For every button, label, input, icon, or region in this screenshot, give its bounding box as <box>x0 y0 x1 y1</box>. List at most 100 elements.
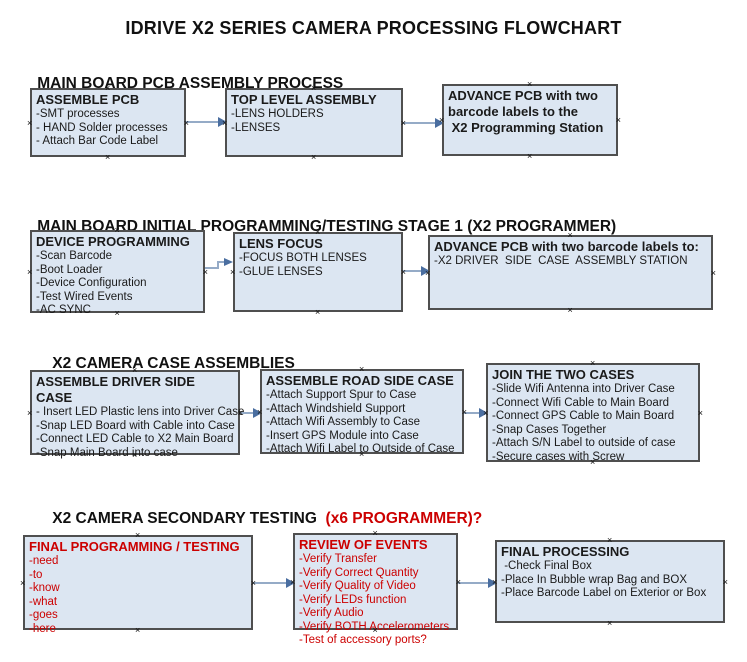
box-assemble-driver-side-case: ASSEMBLE DRIVER SIDE CASE - Insert LED P… <box>27 366 244 460</box>
box-title: ADVANCE PCB with two barcode labels to: <box>434 239 699 254</box>
box-item: -Verify Correct Quantity <box>299 566 419 579</box>
box-item: -X2 DRIVER SIDE CASE ASSEMBLY STATION <box>434 255 688 267</box>
box-item: -Connect LED Cable to X2 Main Board <box>36 433 234 445</box>
connector-handle-left: × <box>483 407 489 418</box>
box-item: -what <box>29 595 58 608</box>
box-join-the-two-cases: JOIN THE TWO CASES -Slide Wifi Antenna i… <box>483 359 703 467</box>
flow-arrow <box>240 408 262 418</box>
box-review-of-events: REVIEW OF EVENTS -Verify Transfer-Verify… <box>290 529 461 647</box>
box-item: -Test Wired Events <box>36 290 133 303</box>
box-item: -know <box>29 582 60 594</box>
box-item: -Attach Wifi Assembly to Case <box>266 416 421 428</box>
box-assemble-road-side-case: ASSEMBLE ROAD SIDE CASE -Attach Support … <box>257 365 467 459</box>
box-item: -need <box>29 555 59 567</box>
flow-arrow <box>458 578 497 588</box>
connector-handle-top: × <box>315 227 321 237</box>
connector-handle-top: × <box>590 358 596 368</box>
box-title: DEVICE PROGRAMMING <box>36 234 190 249</box>
box-title: ASSEMBLE PCB <box>36 92 140 107</box>
box-items: -Attach Support Spur to Case-Attach Wind… <box>266 389 458 457</box>
flow-arrow <box>253 578 295 588</box>
box-item: -Scan Barcode <box>36 250 113 262</box>
box-title: FINAL PROCESSING <box>501 544 630 559</box>
box-item: -Device Configuration <box>36 277 147 289</box>
box-title: ASSEMBLE ROAD SIDE CASE <box>266 373 454 388</box>
connector-handle-left: × <box>27 266 33 277</box>
connector-handle-bottom: × <box>527 151 533 161</box>
box-item: -Snap LED Board with Cable into Case <box>36 419 235 432</box>
connector-handle-left: × <box>230 267 236 277</box>
connector-handle-bottom: × <box>567 305 573 315</box>
page-title: IDRIVE X2 SERIES CAMERA PROCESSING FLOWC… <box>125 18 622 38</box>
box-top-level-assembly: TOP LEVEL ASSEMBLY -LENS HOLDERS-LENSES … <box>222 84 406 162</box>
box-device-programming: DEVICE PROGRAMMING -Scan Barcode-Boot Lo… <box>27 226 208 318</box>
connector-handle-left: × <box>222 117 228 128</box>
box-item: -Verify LEDs function <box>299 593 407 606</box>
connector-handle-bottom: × <box>135 625 141 635</box>
box-item: -Attach S/N Label to outside of case <box>492 437 676 449</box>
box-items: -SMT processes- HAND Solder processes- A… <box>36 108 180 149</box>
box-item: - Insert LED Plastic lens into Driver Ca… <box>36 406 245 418</box>
box-item: -Snap Main Board into case <box>36 446 178 459</box>
box-items: -X2 DRIVER SIDE CASE ASSEMBLY STATION <box>434 255 707 269</box>
connector-handle-right: × <box>722 576 728 587</box>
box-final-programming-testing: FINAL PROGRAMMING / TESTING -need-to-kno… <box>20 531 256 635</box>
box-lens-focus: LENS FOCUS -FOCUS BOTH LENSES-GLUE LENSE… <box>230 228 406 317</box>
connector-handle-top: × <box>359 364 365 374</box>
box-item: -goes <box>29 609 58 621</box>
box-items: -Slide Wifi Antenna into Driver Case-Con… <box>492 383 694 464</box>
box-item: -Test of accessory ports? <box>299 634 427 646</box>
connector-handle-bottom: × <box>359 449 365 459</box>
connector-handle-bottom: × <box>372 625 378 635</box>
connector-handle-left: × <box>290 576 296 587</box>
connector-handle-top: × <box>567 230 573 240</box>
connector-handle-top: × <box>114 225 120 235</box>
box-item: -GLUE LENSES <box>239 265 323 278</box>
section-heading-case-assemblies: X2 CAMERA CASE ASSEMBLIES <box>35 337 295 391</box>
box-advance-pcb-to-programming-station: ADVANCE PCB with two barcode labels to t… <box>439 80 621 161</box>
box-item: -Verify Transfer <box>299 553 377 565</box>
box-item: -FOCUS BOTH LENSES <box>239 252 367 264</box>
connector-handle-left: × <box>27 407 33 418</box>
box-item: -Insert GPS Module into Case <box>266 429 419 442</box>
box-items: -Scan Barcode-Boot Loader-Device Configu… <box>36 250 199 318</box>
connector-handle-top: × <box>372 528 378 538</box>
box-item: -Attach Windshield Support <box>266 402 406 415</box>
box-title: TOP LEVEL ASSEMBLY <box>231 92 377 107</box>
box-item: -Snap Cases Together <box>492 423 607 436</box>
box-item: -Verify BOTH Accelerometers <box>299 620 450 633</box>
connector-handle-left: × <box>257 406 263 417</box>
connector-handle-right: × <box>237 407 243 418</box>
connector-handle-right: × <box>461 406 467 417</box>
connector-handle-top: × <box>607 535 613 545</box>
connector-handle-top: × <box>132 365 138 375</box>
connector-handle-top: × <box>105 83 111 93</box>
section-heading-secondary-testing: X2 CAMERA SECONDARY TESTING (x6 PROGRAMM… <box>35 492 482 546</box>
connector-handle-right: × <box>250 577 256 588</box>
box-title: ASSEMBLE DRIVER SIDE CASE <box>36 374 199 405</box>
connector-handle-top: × <box>527 79 533 89</box>
connector-handle-left: × <box>439 115 445 125</box>
connector-handle-bottom: × <box>114 308 120 318</box>
connector-handle-left: × <box>425 267 431 278</box>
connector-handle-left: × <box>20 577 26 588</box>
box-item: -Secure cases with Screw <box>492 450 625 463</box>
box-item: -Place In Bubble wrap Bag and BOX <box>501 573 688 586</box>
flow-arrow <box>403 266 430 276</box>
box-item: -Attach Support Spur to Case <box>266 389 417 401</box>
section-heading-text: MAIN BOARD PCB ASSEMBLY PROCESS <box>37 75 344 92</box>
box-item: -here <box>29 622 56 635</box>
connector-handle-bottom: × <box>607 618 613 628</box>
box-items: - Insert LED Plastic lens into Driver Ca… <box>36 406 245 460</box>
box-item: -Attach Wifi Label to Outside of Case <box>266 443 455 455</box>
box-item: -Verify Audio <box>299 607 364 619</box>
connector-handle-left: × <box>492 576 498 587</box>
section-heading-red-text: (x6 PROGRAMMER)? <box>321 510 483 527</box>
box-item: -Connect GPS Cable to Main Board <box>492 410 675 422</box>
box-final-processing: FINAL PROCESSING -Check Final Box-Place … <box>492 536 728 628</box>
box-title: FINAL PROGRAMMING / TESTING <box>29 539 240 554</box>
box-title: ADVANCE PCB with two barcode labels to t… <box>448 88 604 135</box>
flow-arrow <box>403 118 444 128</box>
box-title: JOIN THE TWO CASES <box>492 367 635 382</box>
